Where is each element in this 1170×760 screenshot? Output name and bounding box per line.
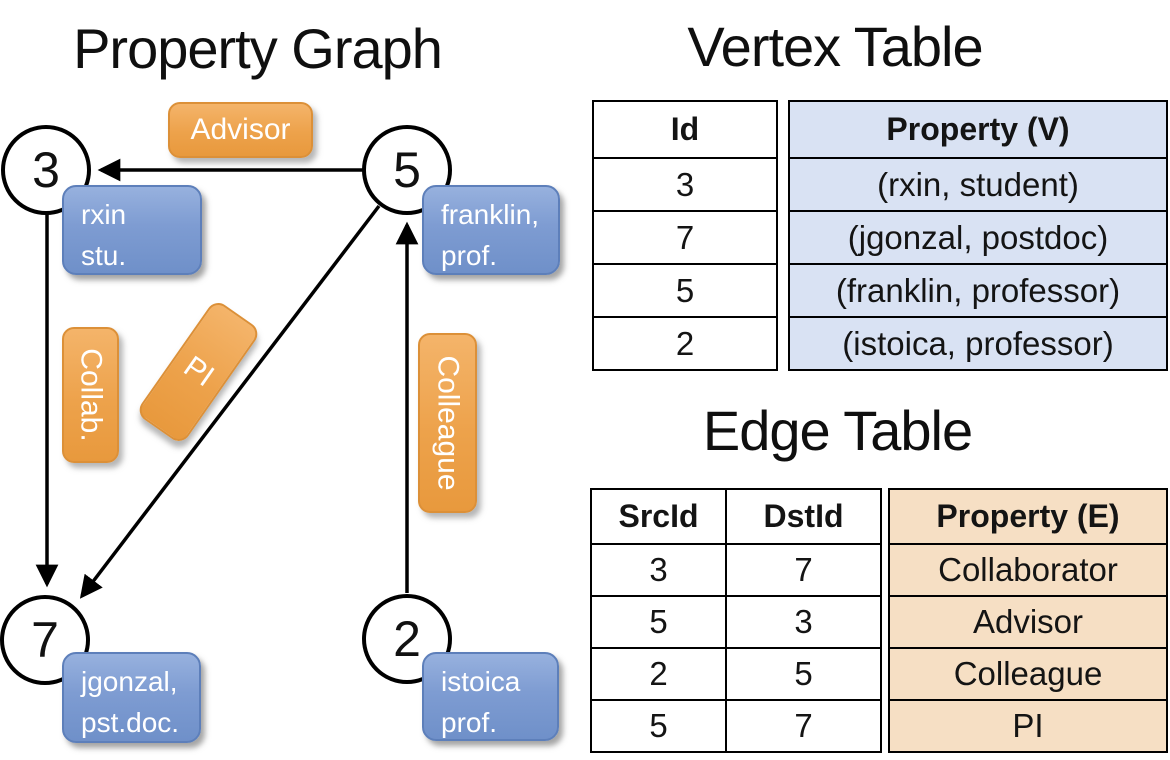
- table-row: 7: [592, 210, 778, 265]
- table-row: PI: [888, 699, 1168, 753]
- edge-label-advisor: Advisor: [168, 102, 313, 158]
- table-row: 3: [592, 157, 778, 212]
- edge-arrow-5-to-7: [79, 204, 381, 599]
- table-cell: (jgonzal, postdoc): [788, 210, 1168, 265]
- graph-node-5: 5: [362, 125, 452, 215]
- table-row: (franklin, professor): [788, 263, 1168, 318]
- vertex-table-property-column: Property (V)(rxin, student)(jgonzal, pos…: [788, 100, 1168, 371]
- table-header-cell: Property (E): [888, 488, 1168, 545]
- table-header-cell: DstId: [725, 488, 882, 545]
- edge-label-text: Collab.: [74, 348, 108, 442]
- table-header-cell: Id: [592, 100, 778, 159]
- table-row: (istoica, professor): [788, 316, 1168, 371]
- graph-edges-layer: [35, 158, 419, 599]
- vertex-card-franklin: franklin, prof.: [422, 185, 560, 275]
- table-cell: 7: [725, 699, 882, 753]
- table-cell: Collaborator: [888, 543, 1168, 597]
- node-id-label: 2: [393, 611, 421, 667]
- node-id-label: 5: [393, 142, 421, 198]
- edge-label-text: Advisor: [190, 113, 291, 146]
- vertex-card-line2: pst.doc.: [81, 706, 180, 738]
- node-id-label: 7: [31, 612, 59, 668]
- table-cell: PI: [888, 699, 1168, 753]
- property-graph-title: Property Graph: [73, 17, 443, 80]
- table-row: Colleague: [888, 647, 1168, 701]
- vertex-table-title: Vertex Table: [687, 15, 983, 78]
- table-header-cell: Property (V): [788, 100, 1168, 159]
- table-cell: 3: [725, 595, 882, 649]
- table-cell: 2: [592, 316, 778, 371]
- vertex-card-jgonzal: jgonzal, pst.doc.: [62, 652, 201, 743]
- table-cell: (rxin, student): [788, 157, 1168, 212]
- edge-label-text: Colleague: [431, 355, 465, 491]
- table-cell: 7: [725, 543, 882, 597]
- vertex-card-line2: stu.: [81, 239, 127, 271]
- vertex-card-line1: rxin: [81, 199, 127, 230]
- table-row: (jgonzal, postdoc): [788, 210, 1168, 265]
- table-row: 5: [592, 263, 778, 318]
- table-row: Collaborator: [888, 543, 1168, 597]
- table-header-row: Id: [592, 100, 778, 159]
- table-cell: 5: [590, 595, 727, 649]
- edge-label-collab: Collab.: [62, 327, 119, 463]
- vertex-card-line1: jgonzal,: [81, 666, 178, 697]
- table-header-row: Property (E): [888, 488, 1168, 545]
- table-row: Advisor: [888, 595, 1168, 649]
- vertex-card-istoica: istoica prof.: [422, 652, 559, 741]
- table-cell: 7: [592, 210, 778, 265]
- edge-label-colleague: Colleague: [418, 333, 477, 513]
- vertex-card-line2: prof.: [441, 239, 498, 271]
- node-id-label: 3: [32, 142, 60, 198]
- vertex-card-line2: prof.: [441, 706, 498, 738]
- table-cell: 5: [590, 699, 727, 753]
- table-cell: 3: [592, 157, 778, 212]
- table-cell: Colleague: [888, 647, 1168, 701]
- property-graph-panel: Property Graph 3 5 7 2 rxin stu.: [0, 17, 560, 743]
- edge-label-text: PI: [177, 349, 220, 394]
- table-cell: 2: [590, 647, 727, 701]
- table-cell: Advisor: [888, 595, 1168, 649]
- table-cell: (istoica, professor): [788, 316, 1168, 371]
- vertex-card-rxin: rxin stu.: [62, 185, 202, 275]
- table-row: 2: [592, 316, 778, 371]
- table-cell: (franklin, professor): [788, 263, 1168, 318]
- table-header-cell: SrcId: [590, 488, 727, 545]
- table-header-row: Property (V): [788, 100, 1168, 159]
- table-cell: 5: [725, 647, 882, 701]
- vertex-card-line1: franklin,: [441, 199, 540, 230]
- table-cell: 3: [590, 543, 727, 597]
- table-cell: 5: [592, 263, 778, 318]
- graph-node-2: 2: [362, 594, 452, 684]
- vertex-card-line1: istoica: [441, 666, 521, 697]
- edge-table-title: Edge Table: [702, 399, 973, 462]
- table-row: (rxin, student): [788, 157, 1168, 212]
